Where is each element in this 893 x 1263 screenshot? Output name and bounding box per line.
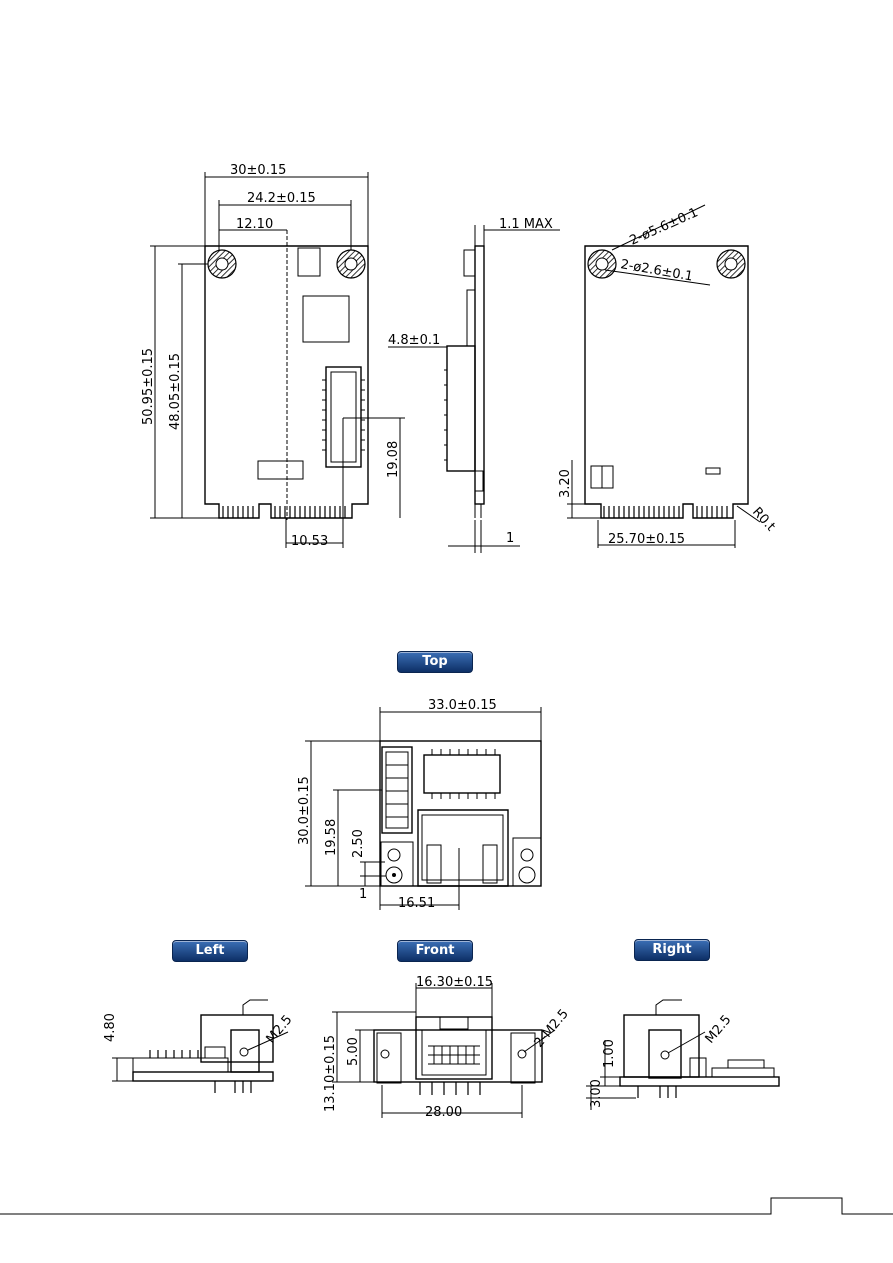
right-view-button[interactable]: Right (634, 939, 710, 961)
dim-3-20: 3.20 (558, 469, 573, 498)
board-top-view: 33.0±0.15 30.0±0.15 19.58 2.50 1 16.51 (297, 698, 542, 911)
card-bottom-view: 2-ø5.6±0.1 2-ø2.6±0.1 3.20 25.70±0.15 R0… (558, 204, 778, 548)
board-front-view: 16.30±0.15 13.10±0.15 5.00 28.00 2-M2.5 (323, 975, 572, 1120)
dim-radius: R0.t (749, 505, 778, 535)
dim-height-30: 30.0±0.15 (297, 776, 312, 845)
dim-19-58: 19.58 (324, 819, 339, 856)
dim-3-00: 3.00 (589, 1079, 604, 1108)
dim-2-50: 2.50 (351, 829, 366, 858)
dim-height-50-95: 50.95±0.15 (141, 348, 156, 425)
dim-4-8: 4.8±0.1 (388, 333, 440, 348)
dim-width-16-30: 16.30±0.15 (416, 975, 493, 990)
dim-m2-5-left: M2.5 (264, 1012, 296, 1046)
top-view-button[interactable]: Top (397, 651, 473, 673)
dim-10-53: 10.53 (291, 534, 328, 549)
dim-28-00: 28.00 (425, 1105, 462, 1120)
page-footer (0, 1197, 893, 1215)
dim-m2-5-right: M2.5 (703, 1012, 735, 1046)
dim-25-70: 25.70±0.15 (608, 532, 685, 547)
card-top-view: 30±0.15 24.2±0.15 12.10 50.95±0.15 48.05… (141, 163, 405, 549)
dim-4-80: 4.80 (103, 1013, 118, 1042)
dim-1-1-max: 1.1 MAX (499, 217, 553, 232)
board-left-view: 4.80 M2.5 (103, 999, 296, 1093)
dim-width-33: 33.0±0.15 (428, 698, 497, 713)
dim-16-51: 16.51 (398, 896, 435, 911)
dim-hole-5-6: 2-ø5.6±0.1 (628, 205, 701, 248)
dim-19-08: 19.08 (386, 441, 401, 478)
dim-height-48-05: 48.05±0.15 (168, 353, 183, 430)
left-view-button[interactable]: Left (172, 940, 248, 962)
dim-1-00: 1.00 (602, 1039, 617, 1068)
dim-1: 1 (506, 531, 514, 546)
dim-5-00: 5.00 (346, 1037, 361, 1066)
dim-height-13-10: 13.10±0.15 (323, 1035, 338, 1112)
dim-width-30: 30±0.15 (230, 163, 286, 178)
front-view-button[interactable]: Front (397, 940, 473, 962)
dim-width-24-2: 24.2±0.15 (247, 191, 316, 206)
dim-12-10: 12.10 (236, 217, 273, 232)
dim-1-b: 1 (359, 887, 367, 902)
dim-hole-2-6: 2-ø2.6±0.1 (619, 257, 694, 284)
dim-m2-5-front: 2-M2.5 (532, 1007, 572, 1051)
board-right-view: 1.00 3.00 M2.5 (586, 999, 780, 1110)
card-side-view: 1.1 MAX 4.8±0.1 1 (388, 217, 560, 553)
